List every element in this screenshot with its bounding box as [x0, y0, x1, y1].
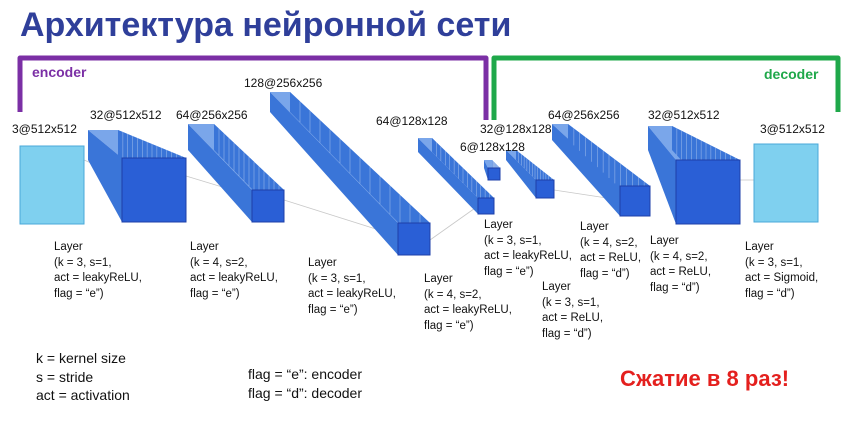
dim-label-input: 3@512x512 [12, 122, 77, 136]
layer-spec-9: Layer(k = 3, s=1,act = Sigmoid,flag = “d… [745, 241, 819, 300]
layer-spec-4: Layer(k = 4, s=2,act = leakyReLU,flag = … [424, 273, 512, 332]
layer-spec-1: Layer(k = 3, s=1,act = leakyReLU,flag = … [54, 241, 142, 300]
dim-label-enc-2: 64@256x256 [176, 108, 248, 122]
tensor-block-enc-2 [188, 124, 285, 223]
layer-spec-5: Layer(k = 3, s=1,act = leakyReLU,flag = … [484, 219, 572, 278]
input-image [19, 145, 85, 225]
tensor-block-enc-1 [88, 130, 187, 223]
tensor-block-dec-1 [506, 150, 555, 199]
tensor-block-bottleneck [484, 160, 501, 181]
dim-label-dec-1: 32@128x128 [480, 122, 552, 136]
dim-label-bottleneck: 6@128x128 [460, 140, 525, 154]
dim-label-enc-4: 64@128x128 [376, 114, 448, 128]
tensor-block-dec-3 [648, 126, 741, 225]
layer-spec-3: Layer(k = 3, s=1,act = leakyReLU,flag = … [308, 257, 396, 316]
compression-note: Сжатие в 8 раз! [620, 366, 790, 391]
output-image [753, 143, 819, 223]
tensor-block-enc-3 [270, 92, 431, 256]
dim-label-output: 3@512x512 [760, 122, 825, 136]
diagram-title: Архитектура нейронной сети [20, 6, 512, 44]
layer-spec-6: Layer(k = 3, s=1,act = ReLU,flag = “d”) [542, 281, 604, 340]
layer-spec-8: Layer(k = 4, s=2,act = ReLU,flag = “d”) [650, 235, 712, 294]
tensor-blocks [19, 92, 819, 256]
connector-line [429, 205, 479, 241]
encoder-label: encoder [32, 64, 87, 80]
dim-label-dec-3: 32@512x512 [648, 108, 720, 122]
layer-spec-7: Layer(k = 4, s=2,act = ReLU,flag = “d”) [580, 221, 642, 280]
encoder-bracket [17, 55, 489, 120]
decoder-label: decoder [764, 66, 819, 82]
dim-label-enc-3: 128@256x256 [244, 76, 323, 90]
tensor-block-enc-4 [418, 138, 495, 215]
tensor-block-dec-2 [552, 124, 651, 217]
dim-label-enc-1: 32@512x512 [90, 108, 162, 122]
layer-spec-2: Layer(k = 4, s=2,act = leakyReLU,flag = … [190, 241, 278, 300]
decoder-bracket [491, 55, 841, 120]
dim-label-dec-2: 64@256x256 [548, 108, 620, 122]
